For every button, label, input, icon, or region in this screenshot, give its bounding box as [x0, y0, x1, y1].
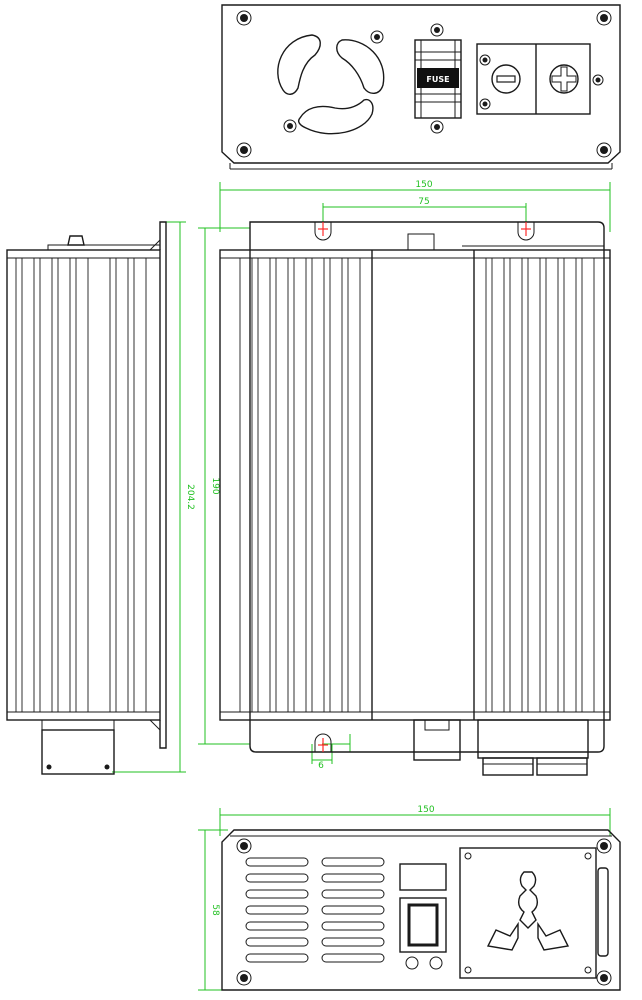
corner-bolts-top: [236, 10, 612, 158]
side-fins: [15, 258, 147, 712]
dimension-150-top: 150: [219, 180, 611, 232]
fuse-label: FUSE: [426, 75, 449, 84]
power-switch: [399, 863, 447, 970]
dim-top-width: 150: [415, 180, 432, 190]
dim-hole-offset: 6: [318, 761, 324, 771]
dim-bottom-width: 150: [417, 805, 434, 815]
bottom-dimensions: 150 58: [198, 805, 611, 991]
ac-outlet: [459, 847, 597, 979]
front-view: [219, 221, 611, 776]
top-end-view: FUSE: [221, 4, 621, 170]
side-view: [6, 221, 167, 775]
dc-terminals: [476, 43, 604, 115]
dimension-6-hole: 6: [311, 734, 351, 771]
front-fins-right: [473, 250, 595, 720]
dim-bottom-height: 58: [210, 904, 220, 916]
mount-slots: [314, 222, 535, 752]
dimension-75-holes: 75: [322, 197, 527, 228]
dimension-204-side: 204.2: [112, 221, 195, 773]
bottom-end-view: [221, 829, 621, 991]
fuse-holder: FUSE: [414, 23, 462, 134]
dim-front-height: 190: [210, 477, 220, 494]
dimension-190-height: 190: [198, 227, 250, 745]
fan-grille: [277, 30, 385, 135]
corner-bolts-bottom: [236, 838, 612, 986]
dim-side-height: 204.2: [185, 484, 195, 510]
front-fins-left: [239, 250, 373, 720]
vent-slots: [245, 857, 385, 963]
dim-hole-spacing: 75: [418, 197, 429, 207]
